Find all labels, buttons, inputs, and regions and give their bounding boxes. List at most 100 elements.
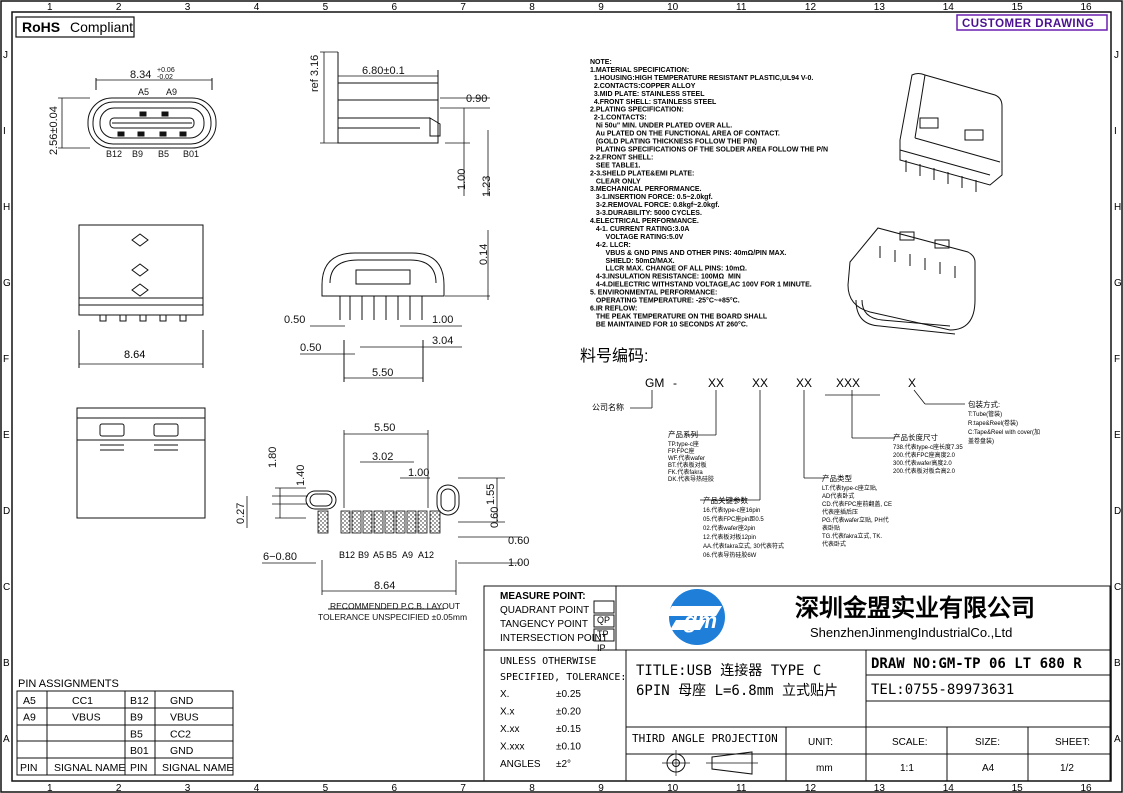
company-logo: gm	[666, 589, 725, 645]
pcb-pad	[317, 510, 329, 534]
part-code-group-line: 12.代表板对板12pin	[703, 533, 756, 541]
pcb-pad	[429, 510, 441, 534]
part-code-group-line: 16.代表type-c座16pin	[703, 506, 760, 514]
note-line: 2.PLATING SPECIFICATION:	[590, 107, 684, 114]
draw-number: DRAW NO:GM-TP 06 LT 680 R	[871, 656, 1082, 672]
part-code-group-line: AD代表卧式	[822, 492, 854, 500]
part-code-group-line: 200.代表FPC座高度2.0	[893, 451, 956, 459]
part-code-segment: X	[908, 376, 916, 390]
grid-column-label: 12	[805, 2, 817, 13]
dim-top-864: 8.64	[124, 349, 145, 361]
part-code-group-heading: 包装方式:	[968, 399, 1000, 409]
note-line: 2.CONTACTS:COPPER ALLOY	[590, 83, 696, 90]
front-pin-b12: B12	[106, 149, 122, 159]
part-code-segment: XX	[708, 376, 724, 390]
dim-100-vertical: 1.00	[456, 169, 468, 190]
grid-column-label: 9	[598, 2, 604, 13]
grid-column-label: 3	[185, 2, 191, 13]
grid-row-label: I	[1114, 126, 1117, 137]
grid-column-label: 6	[392, 783, 398, 793]
telephone: TEL:0755-89973631	[871, 682, 1014, 698]
grid-column-label: 9	[598, 783, 604, 793]
part-code-group-line: 738.代表type-c座长度7.35	[893, 443, 963, 451]
measure-point-label: INTERSECTION POINT	[500, 633, 608, 644]
dim-100-horizontal: 1.00	[432, 314, 453, 326]
part-code-group-line: DK.代表导热硅胶	[668, 475, 714, 483]
pcb-dim-155: 1.55	[485, 484, 497, 505]
pin-table-header: PIN	[130, 762, 148, 774]
company-name-en: ShenzhenJinmengIndustrialCo.,Ltd	[810, 625, 1012, 640]
grid-column-label: 3	[185, 783, 191, 793]
pin-table-header: SIGNAL NAME	[54, 762, 125, 774]
pcb-pin-label: B5	[386, 550, 397, 560]
isometric-view-bottom	[847, 227, 976, 335]
dim-050-b: 0.50	[300, 342, 321, 354]
note-line: Au PLATED ON THE FUNCTIONAL AREA OF CONT…	[590, 131, 780, 138]
title-block-label: SHEET:	[1055, 737, 1090, 748]
note-line: 2-2.FRONT SHELL:	[590, 154, 653, 161]
grid-row-label: B	[1114, 658, 1121, 669]
dim-550: 5.50	[372, 367, 393, 379]
grid-column-label: 14	[943, 783, 955, 793]
grid-row-label: E	[1114, 430, 1121, 441]
part-code-group-line: FK.代表fakra	[668, 468, 703, 476]
pin-table-header: PIN	[20, 762, 38, 774]
front-pin-b5: B5	[158, 149, 169, 159]
tolerance-value: ±0.20	[556, 707, 581, 718]
pcb-pad	[362, 510, 373, 534]
front-pin-a5: A5	[138, 87, 149, 97]
grid-column-label: 4	[254, 2, 260, 13]
grid-column-label: 10	[667, 2, 679, 13]
pcb-pin-label: B12	[339, 550, 355, 560]
dim-ref-316: ref 3.16	[309, 55, 321, 92]
dim-height-256: 2.56±0.04	[48, 106, 60, 155]
note-line: SEE TABLE1.	[590, 162, 640, 169]
pin-table-cell: VBUS	[72, 712, 101, 724]
grid-column-label: 1	[47, 2, 53, 13]
pin-table-cell: B5	[130, 728, 143, 740]
note-line: 4.FRONT SHELL: STAINLESS STEEL	[590, 99, 717, 106]
compliant-text: Compliant	[70, 19, 133, 35]
grid-row-label: A	[3, 734, 10, 745]
pcb-dim-027: 0.27	[235, 503, 247, 524]
grid-row-label: D	[1114, 506, 1121, 517]
pin-table-cell: B01	[130, 745, 149, 757]
title-block-label: SCALE:	[892, 737, 928, 748]
pin-table-cell: CC2	[170, 728, 191, 740]
pcb-dim-140: 1.40	[295, 465, 307, 486]
grid-column-label: 13	[874, 783, 886, 793]
pin-table-cell: CC1	[72, 695, 93, 707]
grid-row-label: C	[3, 582, 10, 593]
tolerance-value: ±0.15	[556, 724, 581, 735]
pcb-pin-label: A12	[418, 550, 434, 560]
part-code-group-line: PG.代表wafer立贴, PH代	[822, 516, 889, 524]
tolerance-head-1: UNLESS OTHERWISE	[500, 656, 596, 667]
grid-row-label: D	[3, 506, 10, 517]
note-line: VBUS & GND PINS AND OTHER PINS: 40mΩ/PIN…	[590, 250, 786, 257]
front-view	[87, 78, 217, 149]
grid-column-label: 2	[116, 2, 122, 13]
title-block-label: SIZE:	[975, 737, 1000, 748]
dim-length-680: 6.80±0.1	[362, 65, 405, 77]
part-code-group-line: 06.代表导热硅胶6W	[703, 551, 757, 559]
pcb-layout	[246, 430, 520, 610]
note-line: 3.MECHANICAL PERFORMANCE.	[590, 186, 702, 193]
grid-column-label: 1	[47, 783, 53, 793]
pcb-pin-label: A9	[402, 550, 413, 560]
pin-table-cell: GND	[170, 695, 194, 707]
note-line: 3.MID PLATE: STAINLESS STEEL	[590, 91, 705, 98]
note-line: SHIELD: 50mΩ/MAX.	[590, 258, 675, 265]
rohs-badge: RoHS Compliant	[15, 16, 135, 38]
dim-090: 0.90	[466, 93, 487, 105]
note-line: THE PEAK TEMPERATURE ON THE BOARD SHALL	[590, 313, 768, 320]
part-code-group-line: 代表座插后压	[822, 508, 858, 516]
part-code-group-line: BT.代表板对板	[668, 461, 707, 469]
grid-row-label: G	[1114, 278, 1122, 289]
pcb-pad	[417, 510, 428, 534]
grid-row-label: F	[1114, 354, 1120, 365]
